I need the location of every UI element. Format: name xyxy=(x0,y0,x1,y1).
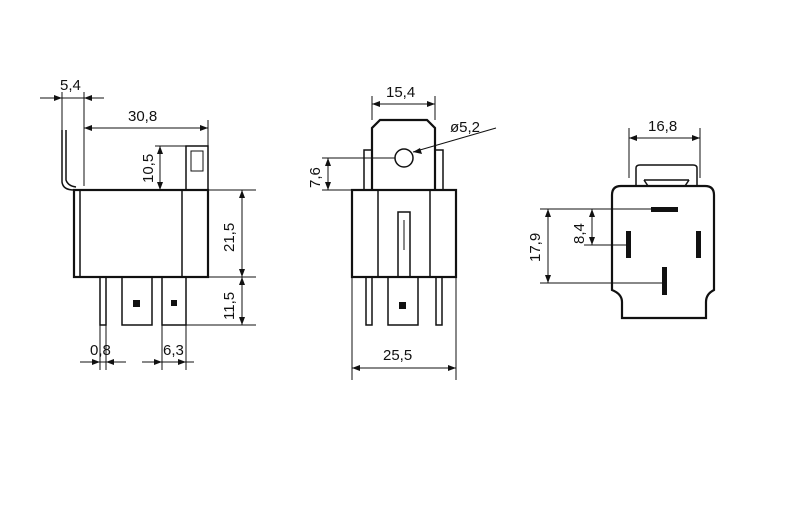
dim-tab-width-label: 6,3 xyxy=(163,342,184,359)
dim-bracket-width: 15,4 xyxy=(371,84,436,120)
side-view-top-terminal xyxy=(185,145,209,191)
side-view-bottom-pins xyxy=(99,276,187,326)
dim-terminal-height-label: 10,5 xyxy=(140,154,157,183)
dim-pin-length-label: 11,5 xyxy=(221,292,238,320)
dim-body-width: 25,5 xyxy=(351,277,457,380)
dim-terminal-height: 10,5 xyxy=(140,145,186,190)
dim-tab-width: 6,3 xyxy=(142,325,194,370)
bottom-view-top-tab xyxy=(635,164,698,187)
front-view-mounting-hole xyxy=(394,148,414,168)
dim-hole-diameter-label: ø5,2 xyxy=(450,119,480,136)
front-view-mounting-bracket xyxy=(363,118,444,191)
dim-length: 30,8 xyxy=(84,108,209,146)
dim-hole-diameter: ø5,2 xyxy=(412,119,497,154)
dim-offset: 5,4 xyxy=(40,77,104,186)
front-view: 15,4 ø5,2 7,6 25,5 xyxy=(307,84,497,380)
dim-total-height-label: 17,9 xyxy=(527,233,544,262)
side-view-body xyxy=(72,188,210,279)
dim-pin-thickness-label: 0,8 xyxy=(90,342,111,359)
dim-body-height-label: 21,5 xyxy=(221,223,238,252)
side-view-bent-lead xyxy=(61,130,75,191)
front-view-pins xyxy=(365,276,443,326)
dim-pin-spacing-label: 8,4 xyxy=(571,223,588,244)
dim-pin-spacing: 8,4 xyxy=(571,208,651,246)
bottom-view: 16,8 8,4 17,9 xyxy=(527,118,716,320)
bottom-view-pin-marks xyxy=(626,207,701,295)
dim-total-height: 17,9 xyxy=(527,208,662,284)
dim-body-height: 21,5 xyxy=(208,189,256,278)
dim-body-width-label: 25,5 xyxy=(383,347,412,364)
dim-bracket-width-label: 15,4 xyxy=(386,84,415,101)
dim-top-width-label: 16,8 xyxy=(648,118,677,135)
dim-pin-length: 11,5 xyxy=(186,277,256,326)
dim-offset-label: 5,4 xyxy=(60,77,81,94)
dim-length-label: 30,8 xyxy=(128,108,157,125)
bottom-view-outline xyxy=(610,184,716,320)
dim-hole-height-label: 7,6 xyxy=(307,167,324,188)
side-view: 5,4 30,8 10,5 21,5 xyxy=(40,77,256,370)
dim-pin-thickness: 0,8 xyxy=(80,325,126,370)
dim-hole-height: 7,6 xyxy=(307,157,395,191)
dim-top-width: 16,8 xyxy=(628,118,701,178)
